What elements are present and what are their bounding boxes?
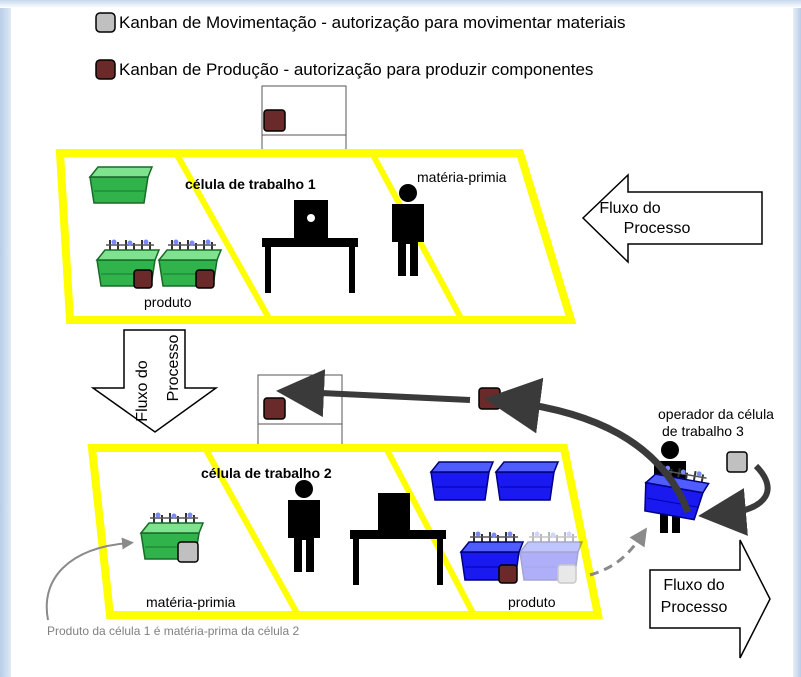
production-kanban-card-icon — [95, 59, 116, 80]
note-text: Produto da célula 1 é matéria-prima da c… — [47, 624, 299, 638]
kanban-post-cell-1 — [261, 85, 347, 172]
movement-kanban-card — [177, 541, 199, 563]
kanban-flow-arrows — [276, 369, 771, 577]
blue-bin-moved-ghost — [519, 530, 583, 584]
production-kanban-card — [195, 269, 215, 289]
production-kanban-card — [498, 564, 518, 584]
green-bin-with-parts — [96, 238, 160, 289]
machine-icon — [294, 200, 328, 238]
note-annotation: Produto da célula 1 é matéria-prima da c… — [45, 537, 299, 638]
production-kanban-card — [263, 109, 286, 132]
svg-text:operador da célula: operador da célula — [658, 406, 774, 422]
svg-text:Fluxo do: Fluxo do — [599, 200, 660, 217]
cell1-product: produto — [144, 294, 192, 310]
cell2-title: célula de trabalho 2 — [201, 465, 332, 481]
process-flow-arrow-down: Fluxo do Processo — [90, 329, 219, 433]
legend-movement-kanban: Kanban de Movimentação - autorização par… — [119, 13, 625, 32]
movement-kanban-card — [726, 451, 748, 473]
blue-bin-with-parts — [460, 530, 524, 584]
cell2-product: produto — [508, 594, 556, 610]
window-frame-left — [0, 0, 11, 677]
window-frame-right — [793, 0, 801, 677]
svg-text:de trabalho 3: de trabalho 3 — [662, 423, 744, 439]
production-kanban-card — [263, 397, 286, 420]
legend: Kanban de Movimentação - autorização par… — [95, 12, 625, 80]
legend-production-kanban: Kanban de Produção - autorização para pr… — [119, 60, 593, 79]
cell2-raw-material: matéria-primia — [146, 594, 236, 610]
blue-bin-empty — [495, 461, 559, 501]
machine-icon — [378, 493, 410, 531]
blue-bin-empty — [430, 461, 494, 501]
green-bin-with-parts — [158, 238, 222, 289]
svg-text:Fluxo do: Fluxo do — [134, 360, 151, 421]
operator-cell-3: operador da célula de trabalho 3 — [640, 406, 774, 533]
work-cell-2: matéria-primia célula de trabalho 2 prod… — [87, 444, 603, 619]
window-frame-top — [0, 0, 801, 8]
svg-text:Fluxo do: Fluxo do — [663, 577, 724, 594]
green-bin-empty — [89, 166, 153, 204]
production-kanban-card — [478, 387, 501, 410]
svg-text:Processo: Processo — [624, 220, 691, 237]
process-flow-arrow-left: Fluxo do Processo — [581, 173, 763, 264]
movement-kanban-card-icon — [95, 12, 116, 33]
kanban-post-cell-2 — [257, 374, 343, 454]
process-flow-arrow-right: Fluxo do Processo — [649, 539, 771, 659]
cell1-raw-material: matéria-primia — [417, 169, 507, 185]
work-cell-1: célula de trabalho 1 matéria-primia prod… — [55, 149, 577, 324]
svg-text:Processo: Processo — [165, 335, 182, 402]
svg-text:Processo: Processo — [661, 599, 728, 616]
green-bin-with-parts — [140, 511, 204, 563]
production-kanban-card — [133, 269, 153, 289]
cell1-title: célula de trabalho 1 — [185, 176, 316, 192]
